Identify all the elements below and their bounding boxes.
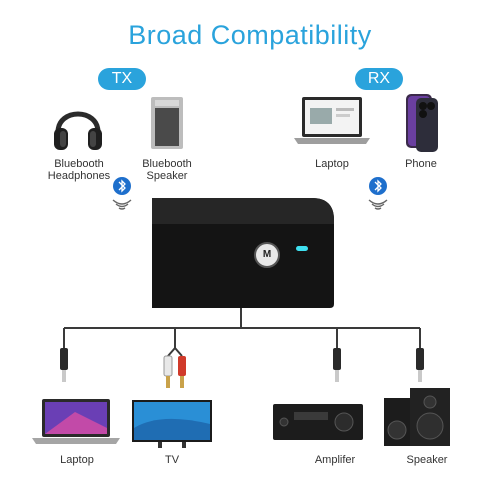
bluetooth-adapter xyxy=(150,194,336,310)
laptop-icon xyxy=(30,398,122,446)
bluetooth-icon xyxy=(108,176,136,214)
output-speaker-label: Speaker xyxy=(406,454,448,466)
tx-headphones-label: Bluebooth Headphones xyxy=(47,158,111,182)
tx-badge: TX xyxy=(98,68,146,90)
rx-phone-label: Phone xyxy=(405,158,437,170)
bluetooth-icon xyxy=(364,176,392,214)
speaker-pair-icon xyxy=(382,386,454,448)
output-amplifier-label: Amplifer xyxy=(314,454,356,466)
headphones-icon xyxy=(52,98,104,152)
tx-speaker-label: Bluebooth Speaker xyxy=(142,158,192,182)
output-tv-label: TV xyxy=(164,454,180,466)
tv-icon xyxy=(130,398,214,450)
amplifier-icon xyxy=(272,400,364,444)
page-title: Broad Compatibility xyxy=(128,20,372,50)
phone-icon xyxy=(398,92,446,152)
laptop-icon xyxy=(292,96,372,146)
speaker-icon xyxy=(150,96,184,152)
rx-laptop-label: Laptop xyxy=(315,158,349,170)
rx-badge: RX xyxy=(355,68,403,90)
mode-button[interactable]: M xyxy=(254,242,280,268)
output-laptop-label: Laptop xyxy=(60,454,94,466)
